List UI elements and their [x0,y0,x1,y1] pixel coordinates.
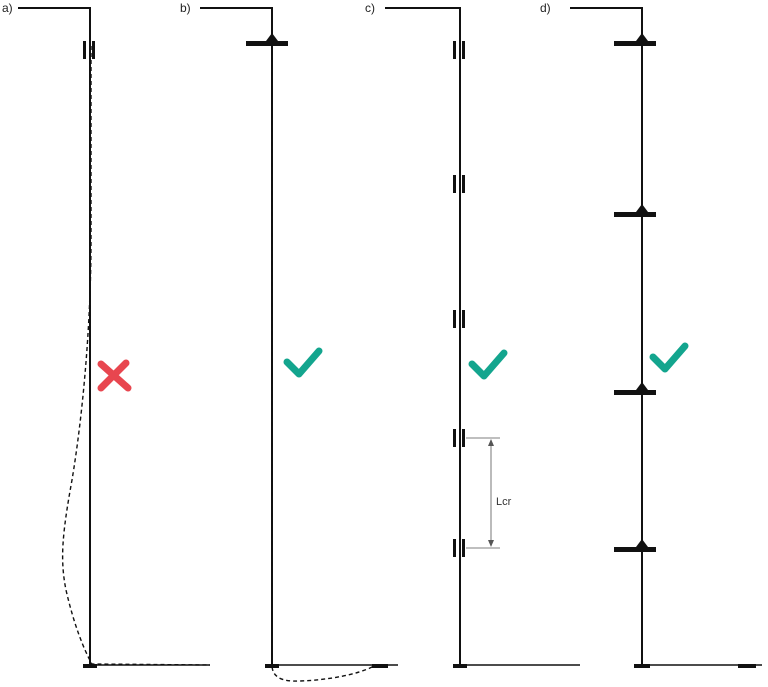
check-mark-icon [283,347,323,378]
panel-c-restraint-4 [453,429,465,447]
panel-a-buckled-shape [61,46,211,666]
panel-d [570,7,762,668]
panel-d-base-support-right [738,664,756,668]
panel-c-restraint-2 [453,175,465,193]
panel-d-restraint-3 [614,382,656,395]
panel-c-label: c) [365,1,375,15]
panel-b-top-restraint [246,33,288,46]
panel-c-restraint-5 [453,539,465,557]
panel-c-restraint-1 [453,41,465,59]
check-mark-icon [468,349,508,380]
panel-a-member [18,7,91,665]
panel-c-member [385,7,461,665]
lcr-dimension-label: Lcr [496,496,512,508]
panel-d-restraint-4 [614,539,656,552]
panel-b [200,7,398,682]
panel-a [18,7,211,668]
panel-d-member [570,7,643,665]
cross-mark-icon [97,359,132,392]
panel-d-label: d) [540,1,551,15]
lcr-dimension [466,437,500,549]
panel-a-top-restraint [83,41,95,59]
panel-c-base-support [453,664,467,668]
panel-b-base-support-left [265,664,279,668]
panel-b-base-support-right [372,664,388,668]
panel-b-label: b) [180,1,191,15]
panel-a-base-support [83,664,97,668]
panel-a-label: a) [2,1,13,15]
panel-c-restraint-3 [453,310,465,328]
panel-b-member [200,7,273,665]
panel-d-restraint-2 [614,204,656,217]
panel-d-base-support-left [634,664,650,668]
panel-c [385,7,580,668]
panel-d-restraint-1 [614,33,656,46]
check-mark-icon [649,342,689,373]
